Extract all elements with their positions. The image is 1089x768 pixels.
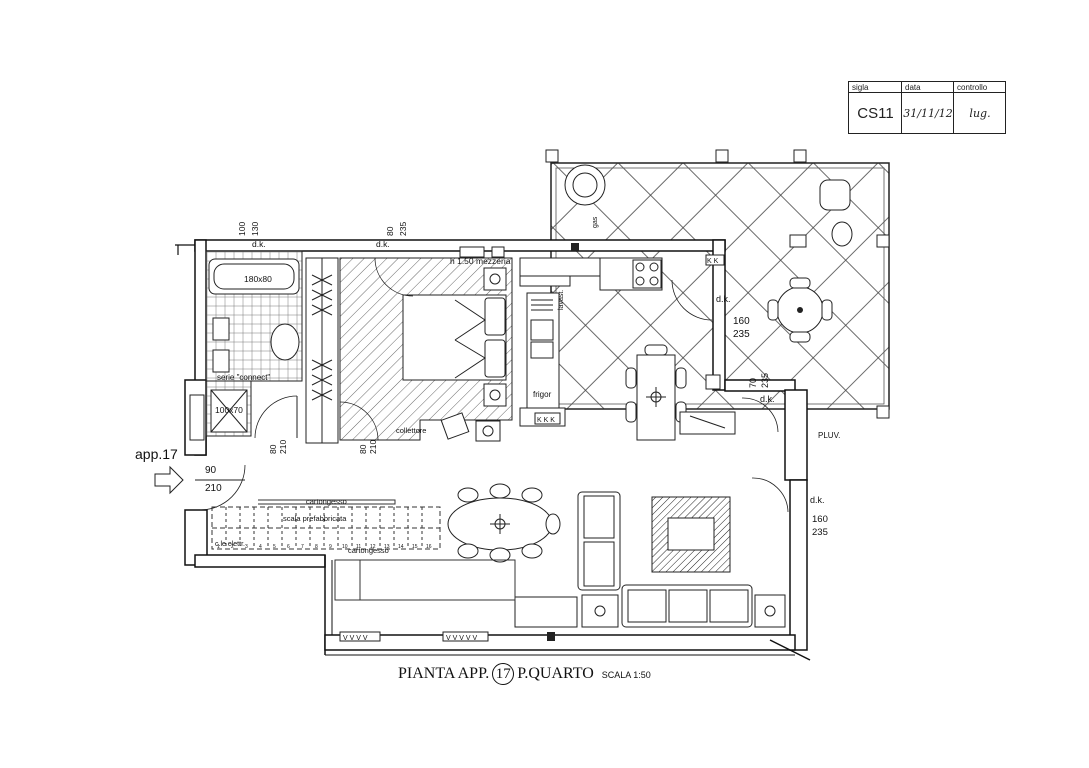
label-dim-70: 70 <box>748 378 758 388</box>
title-prefix: PIANTA APP. <box>398 665 490 682</box>
title-scale: SCALA 1:50 <box>601 670 651 680</box>
stair-step-12: 12 <box>370 544 376 550</box>
title-suffix: P.QUARTO <box>517 665 594 682</box>
stair-step-9: 9 <box>329 544 332 550</box>
label-dk-5: d.k. <box>810 495 825 505</box>
label-dim-210-bath: 210 <box>278 440 288 454</box>
label-scala-pref: scala prefabbricata <box>283 514 347 523</box>
stair-step-4: 4 <box>259 544 262 550</box>
plan-labels: d.k. d.k. d.k. d.k. d.k. 100 130 80 235 … <box>135 216 840 642</box>
stair-step-7: 7 <box>301 544 304 550</box>
label-vvvv-1: V V V V <box>343 635 368 642</box>
label-dim-210-entry: 210 <box>205 483 222 494</box>
header-sigla: sigla <box>849 82 902 93</box>
header-controllo: controllo <box>954 82 1006 93</box>
label-dim-235-b: 235 <box>760 373 770 388</box>
entrance-arrow <box>154 464 246 511</box>
title-block: sigla data controllo CS11 31/11/12 lug. <box>848 81 1006 134</box>
label-serie: serie "connect" <box>217 373 270 382</box>
stair-step-numbers: 1 2 3 4 5 6 7 8 9 10 11 12 13 14 15 16 <box>217 544 432 550</box>
stair-step-10: 10 <box>342 544 348 550</box>
value-sigla: CS11 <box>857 105 894 122</box>
label-gas: gas <box>592 216 599 228</box>
stair-step-16: 16 <box>426 544 432 550</box>
stair-step-5: 5 <box>273 544 276 550</box>
value-data: 31/11/12 <box>903 107 953 120</box>
label-dim-160-b: 160 <box>812 514 828 525</box>
wardrobes <box>305 257 339 444</box>
title-number: 17 <box>492 663 515 685</box>
label-dim-235-c: 235 <box>812 527 828 538</box>
label-lavast: lavast. <box>558 290 565 310</box>
staircase <box>211 499 516 601</box>
label-frigor: frigor <box>533 390 552 399</box>
stair-step-15: 15 <box>412 544 418 550</box>
label-shower: 100x70 <box>215 405 243 415</box>
dining-table-kitchen <box>625 344 779 441</box>
bedroom <box>339 246 513 442</box>
living-area <box>447 477 789 628</box>
label-mezzeria: h 1.50 mezzeria <box>450 256 511 266</box>
label-cartongesso-1: cartongesso <box>306 497 347 506</box>
label-dim-235-top: 235 <box>398 222 408 236</box>
bathroom <box>189 250 303 441</box>
label-dim-210-bed: 210 <box>368 440 378 454</box>
label-pluv: PLUV. <box>818 431 840 440</box>
label-vvvvv-2: V V V V V <box>446 635 477 642</box>
label-dk-2: d.k. <box>376 239 390 249</box>
label-dk-1: d.k. <box>252 239 266 249</box>
kitchen <box>519 254 725 427</box>
label-dim-80-top: 80 <box>385 226 395 236</box>
label-dim-90: 90 <box>205 465 217 476</box>
stair-step-8: 8 <box>315 544 318 550</box>
label-dim-160-a: 160 <box>733 316 750 327</box>
label-kkk: K K K <box>537 417 555 424</box>
label-kk: K K <box>707 258 719 265</box>
stair-step-14: 14 <box>398 544 404 550</box>
label-dim-235-a: 235 <box>733 329 750 340</box>
label-collettore: collettore <box>396 426 426 435</box>
label-cle-elettr: c.le elettr. <box>215 541 245 548</box>
stair-step-11: 11 <box>356 544 361 550</box>
radiators <box>339 243 579 642</box>
label-cartongesso-2: cartongesso <box>348 546 389 555</box>
label-dim-80-bath: 80 <box>268 444 278 454</box>
label-dim-80-bed: 80 <box>358 444 368 454</box>
label-dk-4: d.k. <box>760 394 775 404</box>
label-dim-130: 130 <box>250 222 260 236</box>
label-dim-100: 100 <box>237 222 247 236</box>
value-controllo: lug. <box>969 107 991 120</box>
label-dk-3: d.k. <box>716 294 731 304</box>
stair-step-2: 2 <box>231 544 234 550</box>
label-app17: app.17 <box>135 446 178 462</box>
stair-step-3: 3 <box>245 544 248 550</box>
stair-step-13: 13 <box>384 544 390 550</box>
label-tub: 180x80 <box>244 274 272 284</box>
stair-step-6: 6 <box>287 544 290 550</box>
header-data: data <box>902 82 954 93</box>
stair-step-1: 1 <box>217 544 220 550</box>
